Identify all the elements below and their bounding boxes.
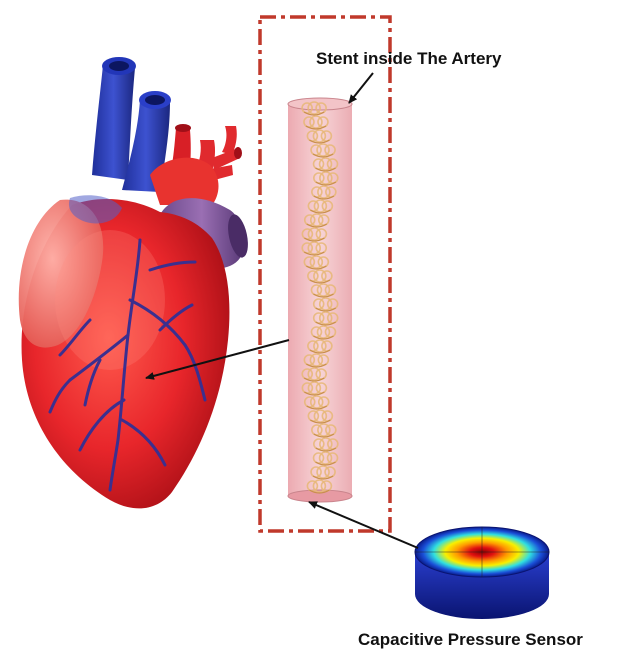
- sensor-label: Capacitive Pressure Sensor: [358, 630, 583, 650]
- pressure-sensor-icon: [415, 527, 549, 619]
- sensor-arrow: [309, 502, 418, 548]
- heart-illustration-icon: [19, 57, 252, 508]
- stent-label-arrow: [349, 73, 373, 103]
- stent-label: Stent inside The Artery: [316, 49, 501, 69]
